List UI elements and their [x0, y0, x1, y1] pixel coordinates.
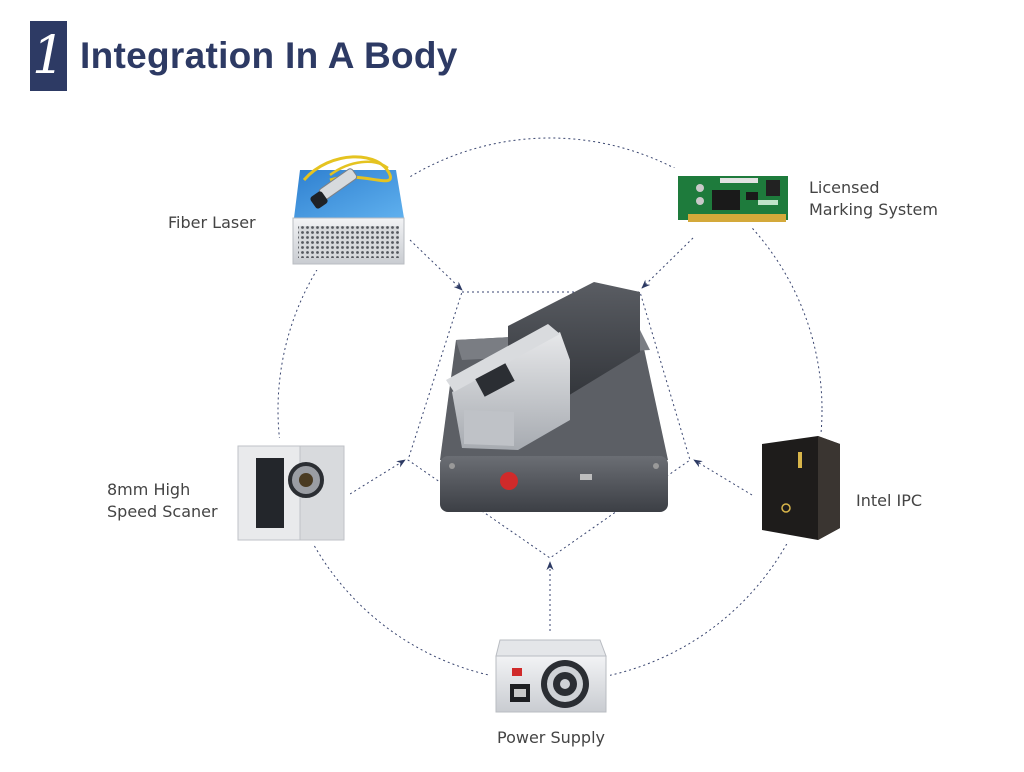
marking-system-label-line1: Licensed: [809, 178, 880, 197]
marking-card-image: [678, 176, 788, 222]
page-title: Integration In A Body: [80, 35, 458, 76]
section-number-badge: 1: [30, 21, 67, 91]
scanner-image: [237, 445, 345, 541]
ipc-label: Intel IPC: [856, 491, 923, 510]
power-supply-image: [495, 639, 607, 713]
fiber-laser-label: Fiber Laser: [168, 213, 256, 232]
scanner-label-line2: Speed Scaner: [107, 502, 218, 521]
arrow-fiber-laser: [409, 239, 463, 291]
ipc-image: [762, 436, 840, 540]
marking-system-label-line2: Marking System: [809, 200, 938, 219]
arrow-ipc: [693, 459, 753, 496]
power-supply-label: Power Supply: [497, 728, 605, 747]
marking-machine-image: [440, 282, 668, 512]
scanner-label-line1: 8mm High: [107, 480, 191, 499]
connection-ring: [277, 137, 823, 683]
fiber-laser-image: [292, 155, 405, 265]
scanner-label: 8mm High Speed Scaner: [107, 479, 218, 523]
marking-system-label: Licensed Marking System: [809, 177, 938, 221]
arrow-scanner: [349, 459, 406, 495]
arrow-marking-system: [641, 237, 694, 289]
inner-pentagon: [407, 291, 691, 559]
header: 1 Integration In A Body: [30, 21, 458, 91]
